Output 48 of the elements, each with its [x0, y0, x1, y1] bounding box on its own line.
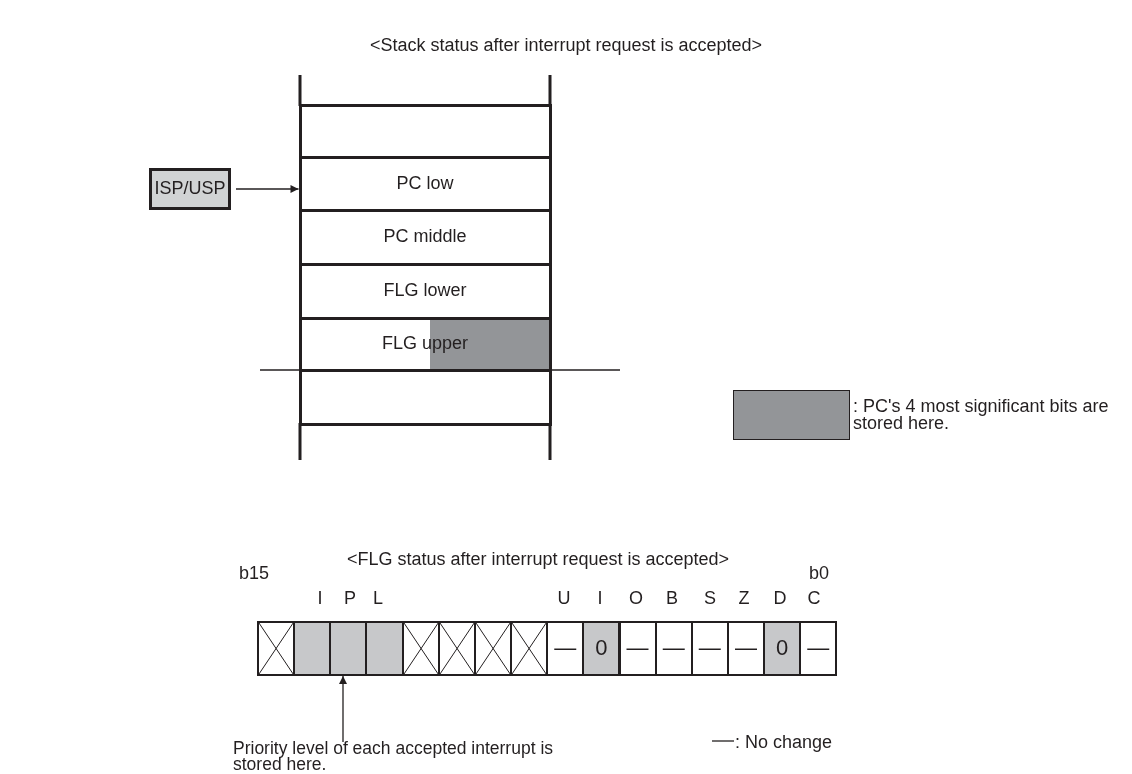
flag-bit-cell	[365, 621, 404, 676]
bit-label: D	[773, 589, 787, 607]
stack-cell	[298, 103, 552, 159]
bit-label: B	[666, 589, 678, 607]
cell-label: ISP/USP	[154, 179, 226, 199]
bit-value: —	[698, 636, 721, 661]
flag-bit-cell	[546, 621, 585, 676]
arrow	[235, 185, 300, 193]
bit-label: C	[807, 589, 821, 607]
flag-bit-cell	[690, 621, 729, 676]
flag-bit-cell	[329, 621, 368, 676]
flag-bit-cell	[293, 621, 332, 676]
bit-value: —	[626, 636, 649, 661]
flag-bit-cell	[582, 621, 621, 676]
bit-label: I	[317, 589, 323, 607]
register-box	[149, 168, 231, 210]
bit-value: —	[735, 636, 757, 661]
bit-label: Z	[738, 589, 750, 607]
crossed-bit-cell	[510, 621, 549, 676]
flag-bit-cell	[763, 621, 802, 676]
bit-label: b15	[239, 564, 269, 582]
flag-bit-cell	[618, 621, 657, 676]
cell-label: FLG lower	[383, 281, 467, 301]
bit-label: b0	[809, 564, 829, 582]
bit-value: 0	[776, 636, 789, 661]
bit-value: —	[662, 636, 685, 661]
note-text: Priority level of each accepted interrupt is stored here.	[233, 740, 578, 774]
flag-bit-cell	[654, 621, 693, 676]
bit-label: L	[373, 589, 383, 607]
crossed-bit-cell	[401, 621, 440, 676]
bit-value: —	[554, 636, 577, 661]
diagram-title: <Stack status after interrupt request is accepted>	[369, 36, 763, 54]
bit-label: P	[344, 589, 356, 607]
cell-label: PC low	[396, 173, 454, 194]
arrow	[339, 675, 347, 743]
cell-label: PC middle	[383, 227, 467, 247]
legend-text: : No change	[735, 733, 833, 751]
bit-label: S	[704, 589, 716, 607]
section-heading: <FLG status after interrupt request is accepted>	[346, 550, 730, 568]
bit-label: I	[597, 589, 603, 607]
crossed-bit-cell	[437, 621, 476, 676]
legend-text: : PC's 4 most significant bits are stored here.	[853, 398, 1110, 433]
bit-value: 0	[595, 636, 608, 661]
bit-value: —	[807, 636, 830, 661]
bit-label: O	[629, 589, 643, 607]
flag-bit-cell	[799, 621, 838, 676]
crossed-bit-cell	[257, 621, 296, 676]
bit-label: U	[557, 589, 571, 607]
